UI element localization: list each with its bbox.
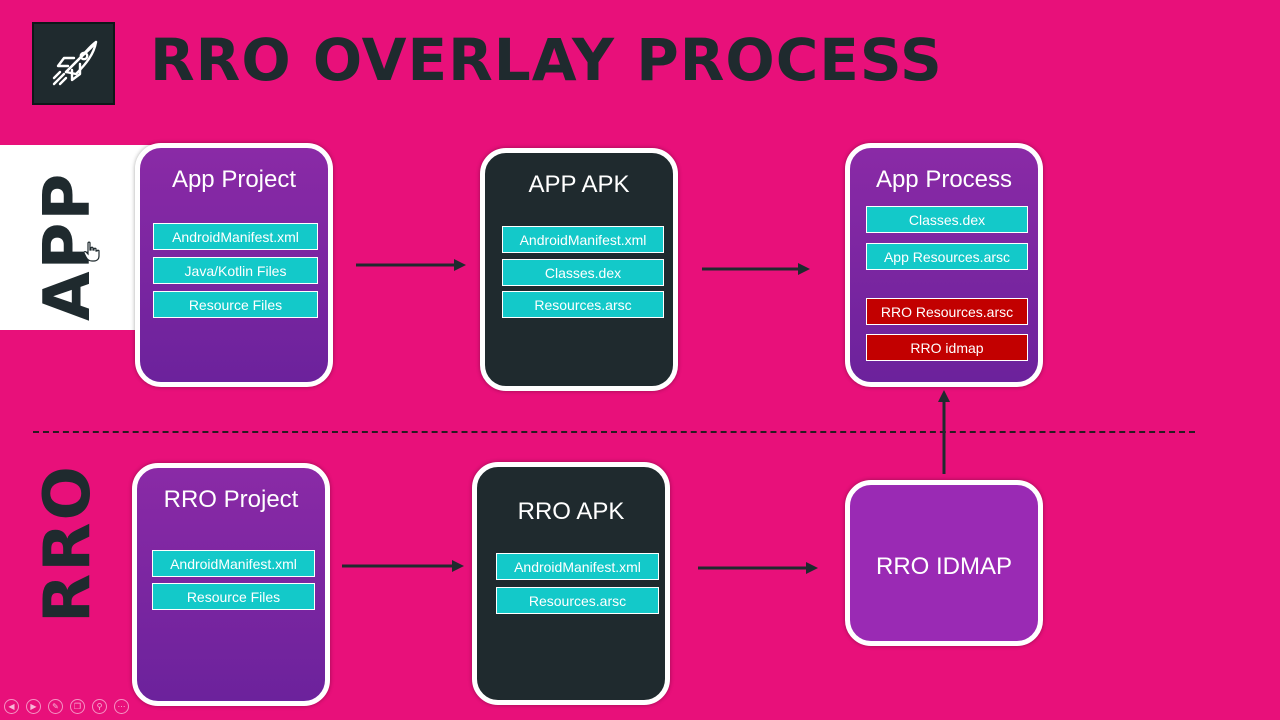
- arrow-right: [702, 263, 810, 275]
- copy-icon[interactable]: ❐: [70, 699, 85, 714]
- zoom-icon[interactable]: ⚲: [92, 699, 107, 714]
- presentation-controls: ◀ ▶ ✎ ❐ ⚲ ⋯: [4, 699, 129, 714]
- rro-project-title: RRO Project: [163, 486, 299, 513]
- more-icon[interactable]: ⋯: [114, 699, 129, 714]
- rro-idmap-title: RRO IDMAP: [875, 553, 1012, 580]
- rro-section-label: RRO: [31, 464, 105, 623]
- arrow-right: [356, 259, 466, 271]
- app-apk-item: AndroidManifest.xml: [502, 226, 664, 253]
- rro-apk-item: AndroidManifest.xml: [496, 553, 659, 580]
- app-project-item: AndroidManifest.xml: [153, 223, 318, 250]
- section-divider: [33, 431, 1195, 433]
- arrow-right: [342, 560, 464, 572]
- app-apk-item: Resources.arsc: [502, 291, 664, 318]
- prev-icon[interactable]: ◀: [4, 699, 19, 714]
- rro-apk-item: Resources.arsc: [496, 587, 659, 614]
- pen-icon[interactable]: ✎: [48, 699, 63, 714]
- rocket-logo: [32, 22, 115, 105]
- app-project-item: Java/Kotlin Files: [153, 257, 318, 284]
- app-apk-title: APP APK: [528, 171, 630, 198]
- page-title: RRO OVERLAY PROCESS: [150, 26, 943, 94]
- app-project-box: App Project AndroidManifest.xml Java/Kot…: [135, 143, 333, 387]
- app-apk-item: Classes.dex: [502, 259, 664, 286]
- app-process-item-rro: RRO idmap: [866, 334, 1028, 361]
- app-process-title: App Process: [875, 166, 1013, 193]
- rro-apk-box: RRO APK AndroidManifest.xml Resources.ar…: [472, 462, 670, 705]
- app-process-box: App Process Classes.dex App Resources.ar…: [845, 143, 1043, 387]
- app-process-item-rro: RRO Resources.arsc: [866, 298, 1028, 325]
- next-icon[interactable]: ▶: [26, 699, 41, 714]
- hand-cursor-icon: [83, 241, 100, 262]
- app-project-item: Resource Files: [153, 291, 318, 318]
- rro-project-item: Resource Files: [152, 583, 315, 610]
- rro-apk-title: RRO APK: [517, 498, 625, 525]
- arrow-right: [698, 562, 818, 574]
- app-project-title: App Project: [171, 166, 297, 193]
- app-process-item: Classes.dex: [866, 206, 1028, 233]
- app-apk-box: APP APK AndroidManifest.xml Classes.dex …: [480, 148, 678, 391]
- rro-idmap-box: RRO IDMAP: [845, 480, 1043, 646]
- rro-project-box: RRO Project AndroidManifest.xml Resource…: [132, 463, 330, 706]
- app-process-item: App Resources.arsc: [866, 243, 1028, 270]
- arrow-up: [938, 390, 950, 474]
- rocket-icon: [52, 40, 97, 85]
- rro-project-item: AndroidManifest.xml: [152, 550, 315, 577]
